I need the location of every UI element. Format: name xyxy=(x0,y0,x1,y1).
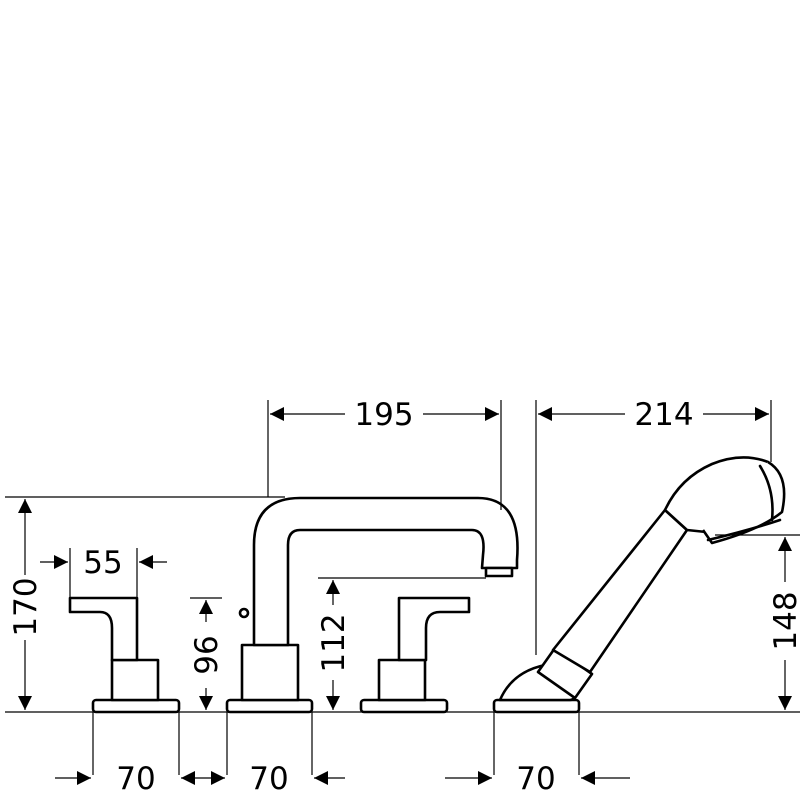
dim-96: 96 xyxy=(189,635,225,674)
left-valve xyxy=(68,596,181,714)
dim-70-right: 70 xyxy=(516,761,555,797)
bath-spout xyxy=(225,496,519,714)
faucet-set-outline xyxy=(68,456,786,714)
right-valve xyxy=(359,596,471,714)
dim-70-center: 70 xyxy=(249,761,288,797)
dim-55: 55 xyxy=(83,545,122,581)
dimension-lines xyxy=(18,407,792,785)
dim-170: 170 xyxy=(8,577,44,636)
extension-lines xyxy=(5,400,800,775)
dim-214: 214 xyxy=(634,397,693,433)
dim-70-left: 70 xyxy=(116,761,155,797)
dim-112: 112 xyxy=(316,613,352,672)
dim-148: 148 xyxy=(768,591,800,650)
dim-195: 195 xyxy=(354,397,413,433)
dimension-labels: 195 214 170 55 96 112 148 70 70 70 xyxy=(8,397,800,797)
handshower xyxy=(492,456,786,714)
